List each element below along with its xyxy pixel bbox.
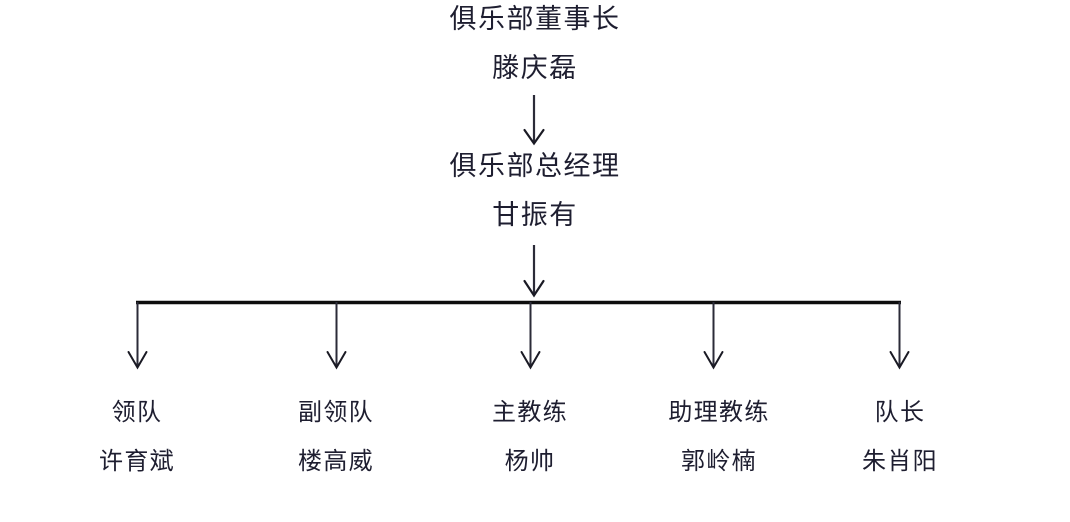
connector-bus-to-assistant-coach xyxy=(703,302,724,370)
node-captain-person: 朱肖阳 xyxy=(862,447,938,475)
node-team-leader-person: 许育斌 xyxy=(99,447,175,475)
node-head-coach-person: 杨帅 xyxy=(504,447,556,475)
node-chairman-title: 俱乐部董事长 xyxy=(449,4,621,35)
node-general-manager: 俱乐部总经理 甘振有 xyxy=(0,153,1070,229)
connector-bus-to-deputy-leader xyxy=(326,302,347,370)
node-head-coach-title: 主教练 xyxy=(492,398,568,426)
connector-bus-to-captain xyxy=(889,302,910,370)
node-captain: 队长 朱肖阳 xyxy=(790,400,1010,473)
connector-bus-to-leader xyxy=(127,302,148,370)
node-deputy-team-leader-person: 楼高威 xyxy=(298,447,374,475)
node-team-leader: 领队 许育斌 xyxy=(27,400,247,473)
node-chairman-person: 滕庆磊 xyxy=(492,53,578,84)
node-captain-title: 队长 xyxy=(874,398,926,426)
node-assistant-coach-title: 助理教练 xyxy=(668,398,770,426)
node-head-coach: 主教练 杨帅 xyxy=(420,400,640,473)
connector-manager-to-bus xyxy=(523,245,545,298)
node-general-manager-person: 甘振有 xyxy=(492,200,578,231)
connector-bus-to-head-coach xyxy=(520,302,541,370)
node-chairman: 俱乐部董事长 滕庆磊 xyxy=(0,6,1070,82)
node-general-manager-title: 俱乐部总经理 xyxy=(449,151,621,182)
node-deputy-team-leader: 副领队 楼高威 xyxy=(226,400,446,473)
node-team-leader-title: 领队 xyxy=(111,398,163,426)
connector-chairman-to-manager xyxy=(523,95,545,146)
node-assistant-coach: 助理教练 郭岭楠 xyxy=(609,400,829,473)
node-assistant-coach-person: 郭岭楠 xyxy=(681,447,757,475)
node-deputy-team-leader-title: 副领队 xyxy=(298,398,374,426)
